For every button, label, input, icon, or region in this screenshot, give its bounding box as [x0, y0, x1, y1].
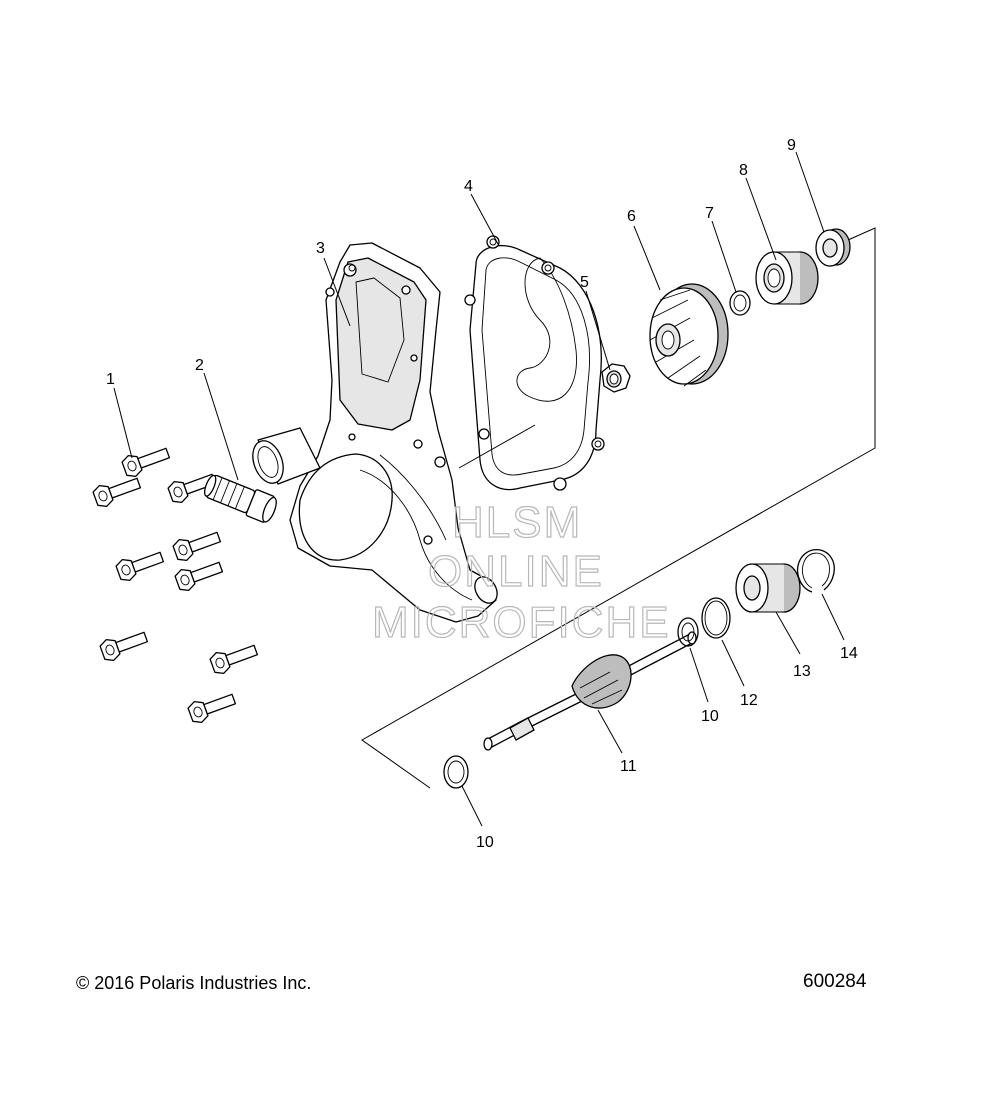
impeller-nut	[601, 363, 631, 393]
callout-6: 6	[627, 208, 636, 225]
hose-fitting	[203, 474, 277, 523]
callout-14: 14	[840, 645, 858, 662]
watermark-line-1: HLSM	[452, 498, 582, 547]
assembly-frame-lines	[361, 227, 876, 789]
callout-4: 4	[464, 178, 473, 195]
callout-labels: 1 2 3 4 5 6 7 8 9 10 10 11 12 13 14	[106, 137, 858, 851]
bolt	[167, 473, 217, 503]
impeller	[649, 283, 729, 387]
callout-2: 2	[195, 357, 204, 374]
bolt	[174, 561, 224, 591]
callout-10-front: 10	[476, 834, 494, 851]
callout-13: 13	[793, 663, 811, 680]
snap-ring	[797, 549, 835, 593]
callout-3: 3	[316, 240, 325, 257]
oil-seal	[815, 228, 851, 267]
watermark-line-3: MICROFICHE	[372, 598, 671, 647]
callout-10-rear: 10	[701, 708, 719, 725]
pump-gasket	[464, 235, 605, 491]
callout-5: 5	[580, 274, 589, 291]
document-number: 600284	[803, 971, 867, 992]
callout-11: 11	[620, 758, 637, 775]
bearing	[735, 563, 801, 613]
callout-12: 12	[740, 692, 758, 709]
bolt	[172, 531, 222, 561]
bolt-group	[92, 447, 259, 723]
bolt	[92, 477, 142, 507]
callout-1: 1	[106, 371, 115, 388]
bolt	[115, 551, 165, 581]
thrust-washer-rear	[677, 617, 699, 647]
callout-9: 9	[787, 137, 796, 154]
callout-8: 8	[739, 162, 748, 179]
bolt	[187, 693, 237, 723]
water-pump-housing	[252, 242, 498, 623]
copyright-notice: © 2016 Polaris Industries Inc.	[76, 973, 312, 993]
washer	[729, 290, 751, 316]
bolt	[209, 644, 259, 674]
callout-7: 7	[705, 205, 714, 222]
bolt	[121, 447, 171, 477]
bolt	[99, 631, 149, 661]
thrust-washer-front	[443, 755, 469, 789]
o-ring	[701, 597, 731, 639]
watermark-line-2: ONLINE	[428, 547, 604, 596]
mechanical-seal	[755, 251, 819, 305]
pump-shaft	[483, 631, 697, 751]
watermark: HLSM ONLINE MICROFICHE	[371, 497, 671, 647]
leader-lines	[113, 151, 845, 827]
